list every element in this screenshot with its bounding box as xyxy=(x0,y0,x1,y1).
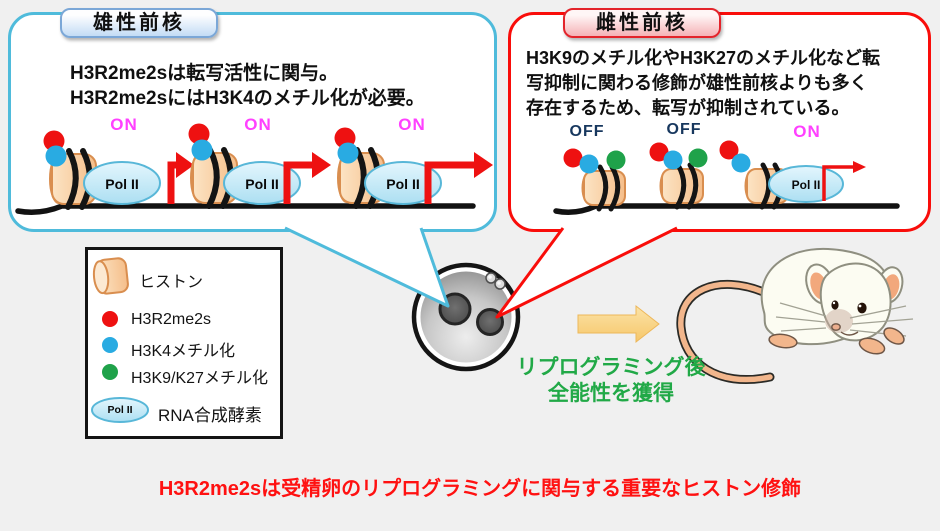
female-callout-tail xyxy=(495,226,678,319)
female-pronucleus-title-tab: 雌性前核 xyxy=(563,8,721,38)
legend-item-rna-polymerase: RNA合成酵素 xyxy=(158,406,262,425)
legend-item-histone: ヒストン xyxy=(139,274,204,291)
mouse-eye xyxy=(831,300,839,310)
legend-item-h3k4: H3K4メチル化 xyxy=(131,343,236,360)
mouse-whiskers xyxy=(775,302,914,337)
gene-state-label: ON xyxy=(110,115,138,134)
female-pronucleus xyxy=(476,308,504,336)
reprogramming-caption-line2: 全能性を獲得 xyxy=(548,382,674,405)
fertilized-egg xyxy=(411,262,521,372)
pol2-label: Pol II xyxy=(105,176,139,192)
mouse-muzzle xyxy=(825,309,853,333)
reprogramming-caption-line1: リプログラミング後 xyxy=(516,356,706,379)
pol2-label: Pol II xyxy=(245,176,279,192)
pol2-label: Pol II xyxy=(386,176,420,192)
figure-conclusion: H3R2me2sは受精卵のリプログラミングに関与する重要なヒストン修飾 xyxy=(158,478,802,500)
mouse-mouth xyxy=(840,331,859,336)
male-pronucleus xyxy=(438,292,472,326)
mouse-nose xyxy=(831,323,841,331)
mouse-body xyxy=(760,247,891,346)
gene-state-label: ON xyxy=(244,115,272,134)
gene-state-label: ON xyxy=(793,122,821,141)
mouse-hind-foot xyxy=(768,333,798,349)
gene-state-label: OFF xyxy=(666,121,702,138)
female-description-line2: 写抑制に関わる修飾が雄性前核よりも多く xyxy=(526,73,868,93)
gene-state-label: OFF xyxy=(569,123,605,140)
female-pronucleus-callout xyxy=(508,12,931,232)
mouse-front-paw xyxy=(883,327,905,345)
male-callout-tail xyxy=(284,226,450,308)
pol2-label: Pol II xyxy=(791,178,821,192)
male-pronucleus-title-tab: 雄性前核 xyxy=(60,8,218,38)
gene-state-label: ON xyxy=(398,115,426,134)
female-description-line3: 存在するため、転写が抑制されている。 xyxy=(526,98,850,118)
legend-item-h3r2me2s: H3R2me2s xyxy=(131,311,212,328)
pol2-label: Pol II xyxy=(107,404,133,416)
reprogramming-arrow xyxy=(577,304,660,344)
male-description-line1: H3R2me2sは転写活性に関与。 xyxy=(70,63,339,84)
legend-item-h3k9-k27: H3K9/K27メチル化 xyxy=(131,370,268,387)
polar-bodies xyxy=(485,272,506,290)
mouse-front-paw xyxy=(858,337,886,355)
male-description-line2: H3R2me2sにはH3K4のメチル化が必要。 xyxy=(70,88,425,109)
mouse-head xyxy=(819,262,892,342)
female-description-line1: H3K9のメチル化やH3K27のメチル化など転 xyxy=(526,48,881,68)
mouse-eye xyxy=(857,302,867,314)
mouse-right-ear xyxy=(876,266,904,304)
mouse-left-ear xyxy=(805,263,835,305)
